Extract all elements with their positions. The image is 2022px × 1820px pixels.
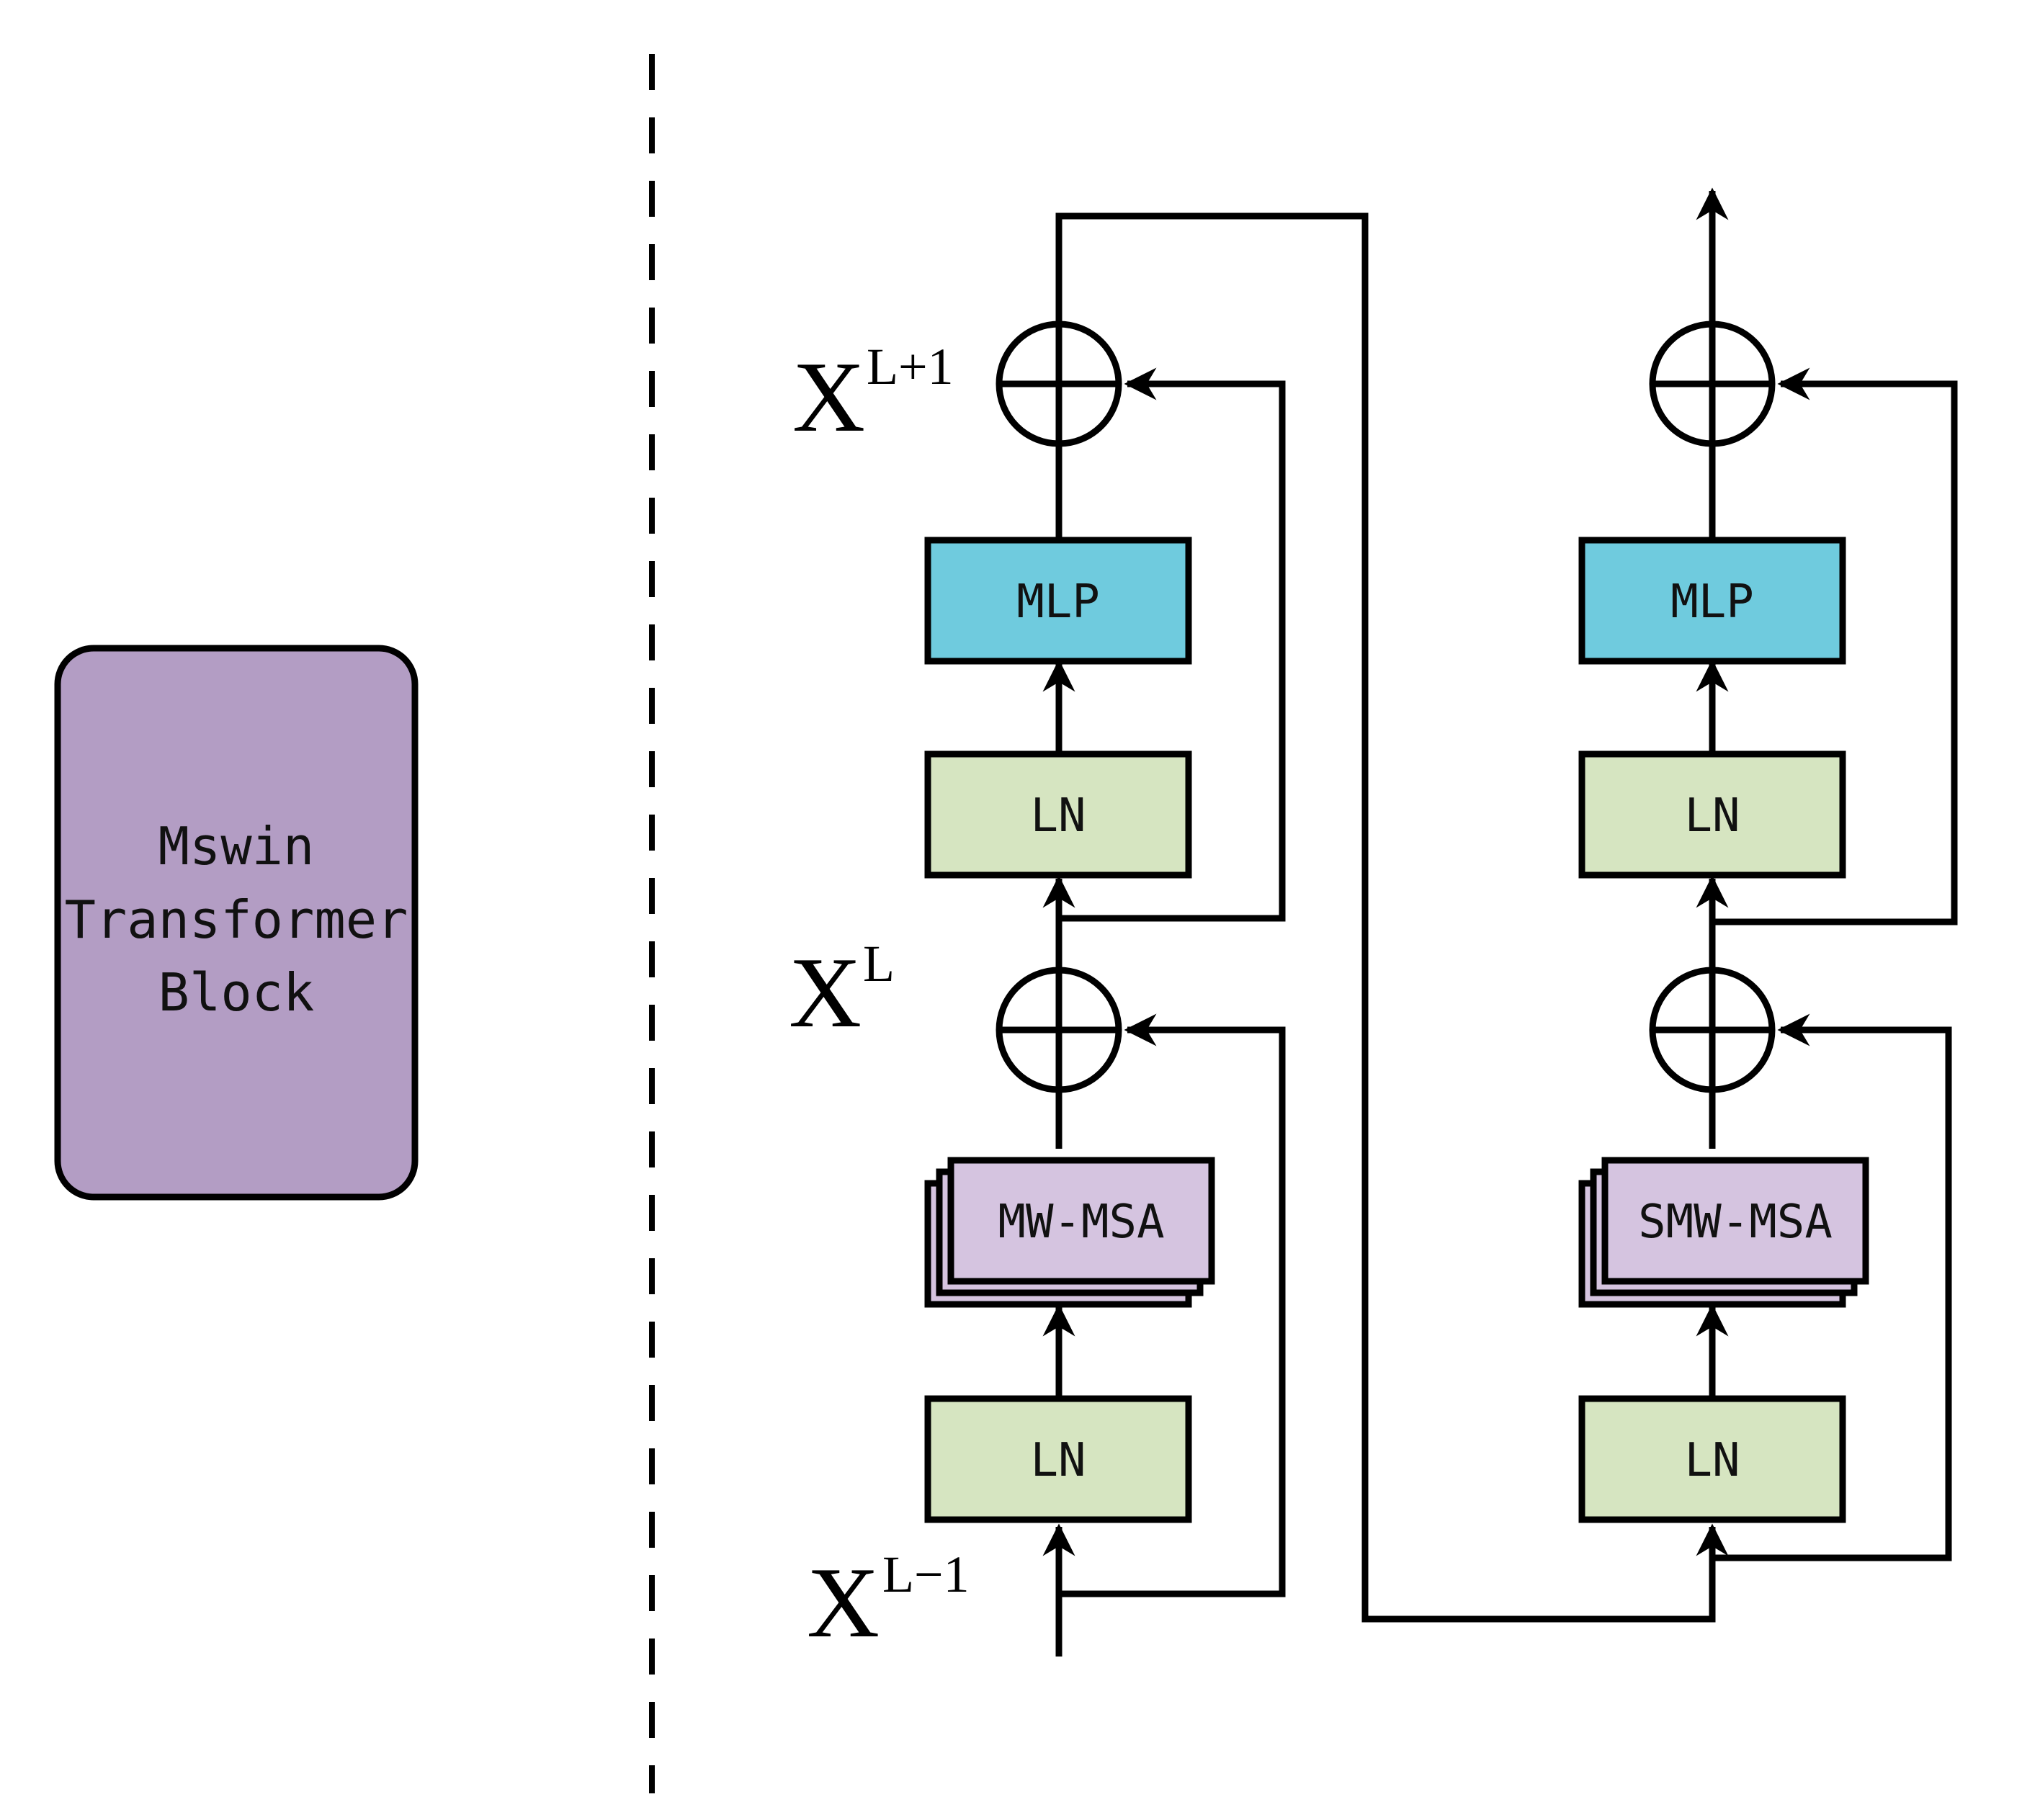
block-label-line-2: Transformer (65, 889, 408, 950)
left-ln-top-box (924, 750, 1192, 879)
mswin-block (54, 645, 419, 1201)
svg-text:L−1: L−1 (882, 1546, 970, 1603)
svg-text:L: L (863, 935, 895, 992)
label-x-mid: X L (789, 935, 895, 1049)
right-mlp-label: MLP (1670, 575, 1754, 629)
left-msa-label: MW-MSA (998, 1196, 1164, 1249)
stage-connector (1055, 212, 1729, 1623)
right-ln-top-label: LN (1684, 789, 1740, 843)
left-ln-top-label: LN (1030, 789, 1086, 843)
left-mlp-box (924, 537, 1192, 665)
block-label-line-1: Mswin (158, 816, 315, 877)
left-add-top (996, 320, 1122, 447)
left-ln-bottom-label: LN (1030, 1434, 1086, 1487)
svg-text:X: X (807, 1547, 880, 1659)
right-stage: MLP LN SMW-MSA LN (1578, 187, 1958, 1561)
block-label-line-3: Block (158, 962, 315, 1023)
left-skip-2 (1059, 367, 1286, 922)
right-mlp-box (1578, 537, 1846, 665)
label-x-in: X L−1 (807, 1546, 970, 1659)
right-add-top (1649, 320, 1776, 447)
left-ln-bottom-box (924, 1395, 1192, 1523)
svg-text:X: X (789, 937, 862, 1049)
right-ln-top-box (1578, 750, 1846, 879)
svg-text:X: X (792, 341, 865, 453)
right-ln-bottom-box (1578, 1395, 1846, 1523)
left-skip-1 (1059, 1013, 1286, 1597)
svg-text:L+1: L+1 (867, 338, 954, 395)
left-add-bottom (996, 967, 1122, 1093)
right-add-bottom (1649, 967, 1776, 1093)
left-msa-layer-1 (947, 1157, 1215, 1285)
left-stage: MLP LN MW-MSA LN (924, 320, 1286, 1657)
right-msa-layer-1 (1601, 1157, 1869, 1285)
right-msa-label: SMW-MSA (1638, 1196, 1833, 1249)
left-mlp-label: MLP (1016, 575, 1100, 629)
label-x-out: X L+1 (792, 338, 954, 453)
right-ln-bottom-label: LN (1684, 1434, 1740, 1487)
right-skip-2 (1712, 367, 1958, 925)
right-skip-1 (1712, 1013, 1952, 1561)
